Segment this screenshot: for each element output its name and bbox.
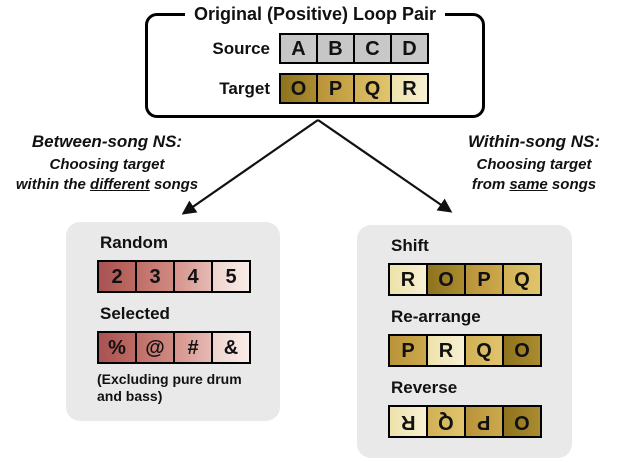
loop-cell: Q bbox=[426, 405, 466, 438]
loop-cell: O bbox=[279, 73, 318, 104]
between-song-heading: Between-song NS: bbox=[31, 132, 183, 151]
loop-cell-symbol: % bbox=[108, 336, 126, 359]
exclusion-note-line2: and bass) bbox=[97, 388, 163, 404]
loop-cell: O bbox=[426, 263, 466, 296]
loop-cell: Q bbox=[502, 263, 542, 296]
loop-cell: B bbox=[316, 33, 355, 64]
selected-label: Selected bbox=[100, 304, 170, 323]
loop-cell-symbol: R bbox=[438, 339, 454, 362]
left-branch-caption: Between-song NS: Choosing target within … bbox=[0, 131, 214, 195]
loop-cell: R bbox=[388, 263, 428, 296]
loop-cell: C bbox=[353, 33, 392, 64]
line2-prefix: within the bbox=[15, 176, 91, 193]
loop-cell-symbol: P bbox=[477, 268, 491, 291]
loop-cell-symbol: Q bbox=[364, 77, 381, 100]
loop-cell: P bbox=[388, 334, 428, 367]
loop-cell-symbol: # bbox=[187, 336, 199, 359]
loop-cell: Q bbox=[353, 73, 392, 104]
loop-cell-symbol: & bbox=[223, 336, 239, 359]
loop-cell-symbol: 3 bbox=[149, 265, 161, 288]
within-song-line2: from same songs bbox=[446, 175, 622, 195]
loop-cell: Q bbox=[464, 334, 504, 367]
loop-cell: # bbox=[173, 331, 213, 364]
loop-cell-symbol: @ bbox=[145, 336, 165, 359]
target-label: Target bbox=[219, 78, 270, 98]
line2-suffix: songs bbox=[149, 176, 199, 193]
source-label: Source bbox=[212, 38, 270, 58]
loop-cell: 5 bbox=[211, 260, 251, 293]
loop-cell: O bbox=[502, 334, 542, 367]
loop-cell-symbol: A bbox=[291, 37, 306, 60]
loop-cell-symbol: P bbox=[401, 339, 415, 362]
loop-cell: R bbox=[426, 334, 466, 367]
loop-cell: O bbox=[502, 405, 542, 438]
rearrange-label: Re-arrange bbox=[391, 307, 481, 326]
loop-cell: @ bbox=[135, 331, 175, 364]
loop-cell-symbol: P bbox=[477, 410, 491, 433]
loop-cell-symbol: D bbox=[402, 37, 417, 60]
between-song-panel: Random 2 3 4 5 Selected % @ # & (Excluding pur… bbox=[66, 222, 280, 421]
exclusion-note: (Excluding pure drum and bass) bbox=[97, 371, 280, 405]
loop-cell-symbol: R bbox=[400, 268, 416, 291]
between-song-line2: within the different songs bbox=[0, 175, 214, 195]
loop-cell: R bbox=[388, 405, 428, 438]
selected-cells: % @ # & bbox=[97, 331, 280, 364]
loop-cell: 4 bbox=[173, 260, 213, 293]
loop-cell: D bbox=[390, 33, 429, 64]
loop-cell-symbol: O bbox=[438, 268, 454, 291]
loop-cell: & bbox=[211, 331, 251, 364]
loop-cell: P bbox=[464, 405, 504, 438]
loop-cell: 2 bbox=[97, 260, 137, 293]
loop-cell-symbol: O bbox=[514, 339, 530, 362]
line2-underlined-word: same bbox=[509, 176, 548, 193]
loop-cell: 3 bbox=[135, 260, 175, 293]
shift-label: Shift bbox=[391, 236, 429, 255]
loop-cell-symbol: 2 bbox=[111, 265, 123, 288]
loop-cell-symbol: B bbox=[328, 37, 343, 60]
random-label: Random bbox=[100, 233, 168, 252]
loop-cell: A bbox=[279, 33, 318, 64]
line2-prefix: from bbox=[471, 176, 510, 193]
loop-cell-symbol: Q bbox=[438, 410, 454, 433]
loop-cell-symbol: Q bbox=[514, 268, 530, 291]
loop-cell-symbol: C bbox=[365, 37, 380, 60]
loop-cell-symbol: O bbox=[290, 77, 307, 100]
original-loop-pair-title: Original (Positive) Loop Pair bbox=[184, 3, 446, 25]
within-song-heading: Within-song NS: bbox=[467, 132, 601, 151]
loop-cell: R bbox=[390, 73, 429, 104]
loop-cell-symbol: P bbox=[328, 77, 343, 100]
right-branch-caption: Within-song NS: Choosing target from sam… bbox=[446, 131, 622, 195]
loop-cell: P bbox=[316, 73, 355, 104]
within-song-line1: Choosing target bbox=[476, 156, 592, 173]
random-cells: 2 3 4 5 bbox=[97, 260, 280, 293]
right-branch-arrow bbox=[317, 119, 453, 213]
loop-cell-symbol: O bbox=[514, 410, 530, 433]
loop-cell-symbol: Q bbox=[476, 339, 492, 362]
loop-cell-symbol: R bbox=[402, 77, 417, 100]
loop-cell: % bbox=[97, 331, 137, 364]
reverse-label: Reverse bbox=[391, 378, 458, 397]
loop-cell-symbol: R bbox=[400, 410, 416, 433]
line2-suffix: songs bbox=[547, 176, 597, 193]
loop-cell-symbol: 5 bbox=[225, 265, 237, 288]
exclusion-note-line1: (Excluding pure drum bbox=[97, 371, 242, 387]
loop-cell-symbol: 4 bbox=[187, 265, 199, 288]
line2-underlined-word: different bbox=[90, 176, 150, 193]
loop-cell: P bbox=[464, 263, 504, 296]
between-song-line1: Choosing target bbox=[49, 156, 165, 173]
